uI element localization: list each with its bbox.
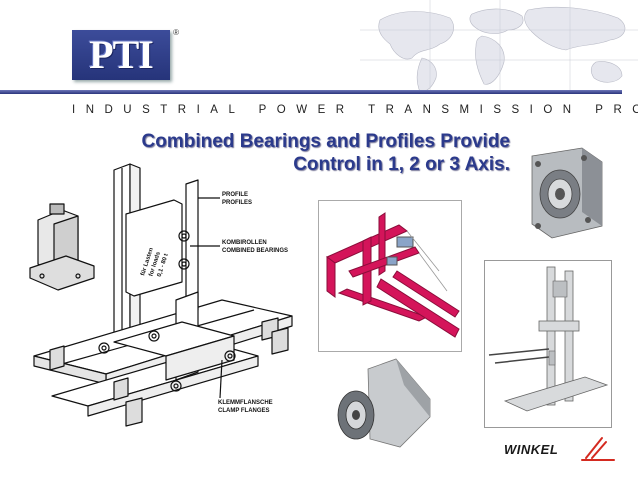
header-rule [0,90,622,94]
winkel-mark-icon [581,437,615,461]
bearing-bracket-photo [337,358,431,448]
headline-line-1: Combined Bearings and Profiles Provide [141,131,510,152]
bracket-illustration [29,203,95,291]
mast-forks-photo [484,260,612,428]
label-profile-de: PROFILE [222,192,248,198]
world-map-graphic [360,0,638,92]
winkel-name: WINKEL [504,442,559,457]
assembly-drawing: für Lasten for loads 0,1 - 80 t PROFILE … [29,163,293,427]
logo-text: PTI [89,32,154,77]
headline-line-2: Control in 1, 2 or 3 Axis. [293,154,510,175]
tagline: INDUSTRIAL POWER TRANSMISSION PRODUCTS [72,104,638,116]
registered-mark: ® [173,28,179,37]
flange-bearing-photo [531,147,603,239]
label-clamp-en: CLAMP FLANGES [218,408,270,414]
label-bearings-en: COMBINED BEARINGS [222,248,288,254]
pti-logo: PTI ® [72,28,179,80]
label-profile-en: PROFILES [222,200,252,206]
label-bearings-de: KOMBIROLLEN [222,240,267,246]
winkel-logo: WINKEL [494,436,620,464]
label-clamp-de: KLEMMFLANSCHE [218,400,273,406]
headline: Combined Bearings and Profiles Provide C… [142,130,510,176]
forklift-frame-photo [318,200,462,352]
